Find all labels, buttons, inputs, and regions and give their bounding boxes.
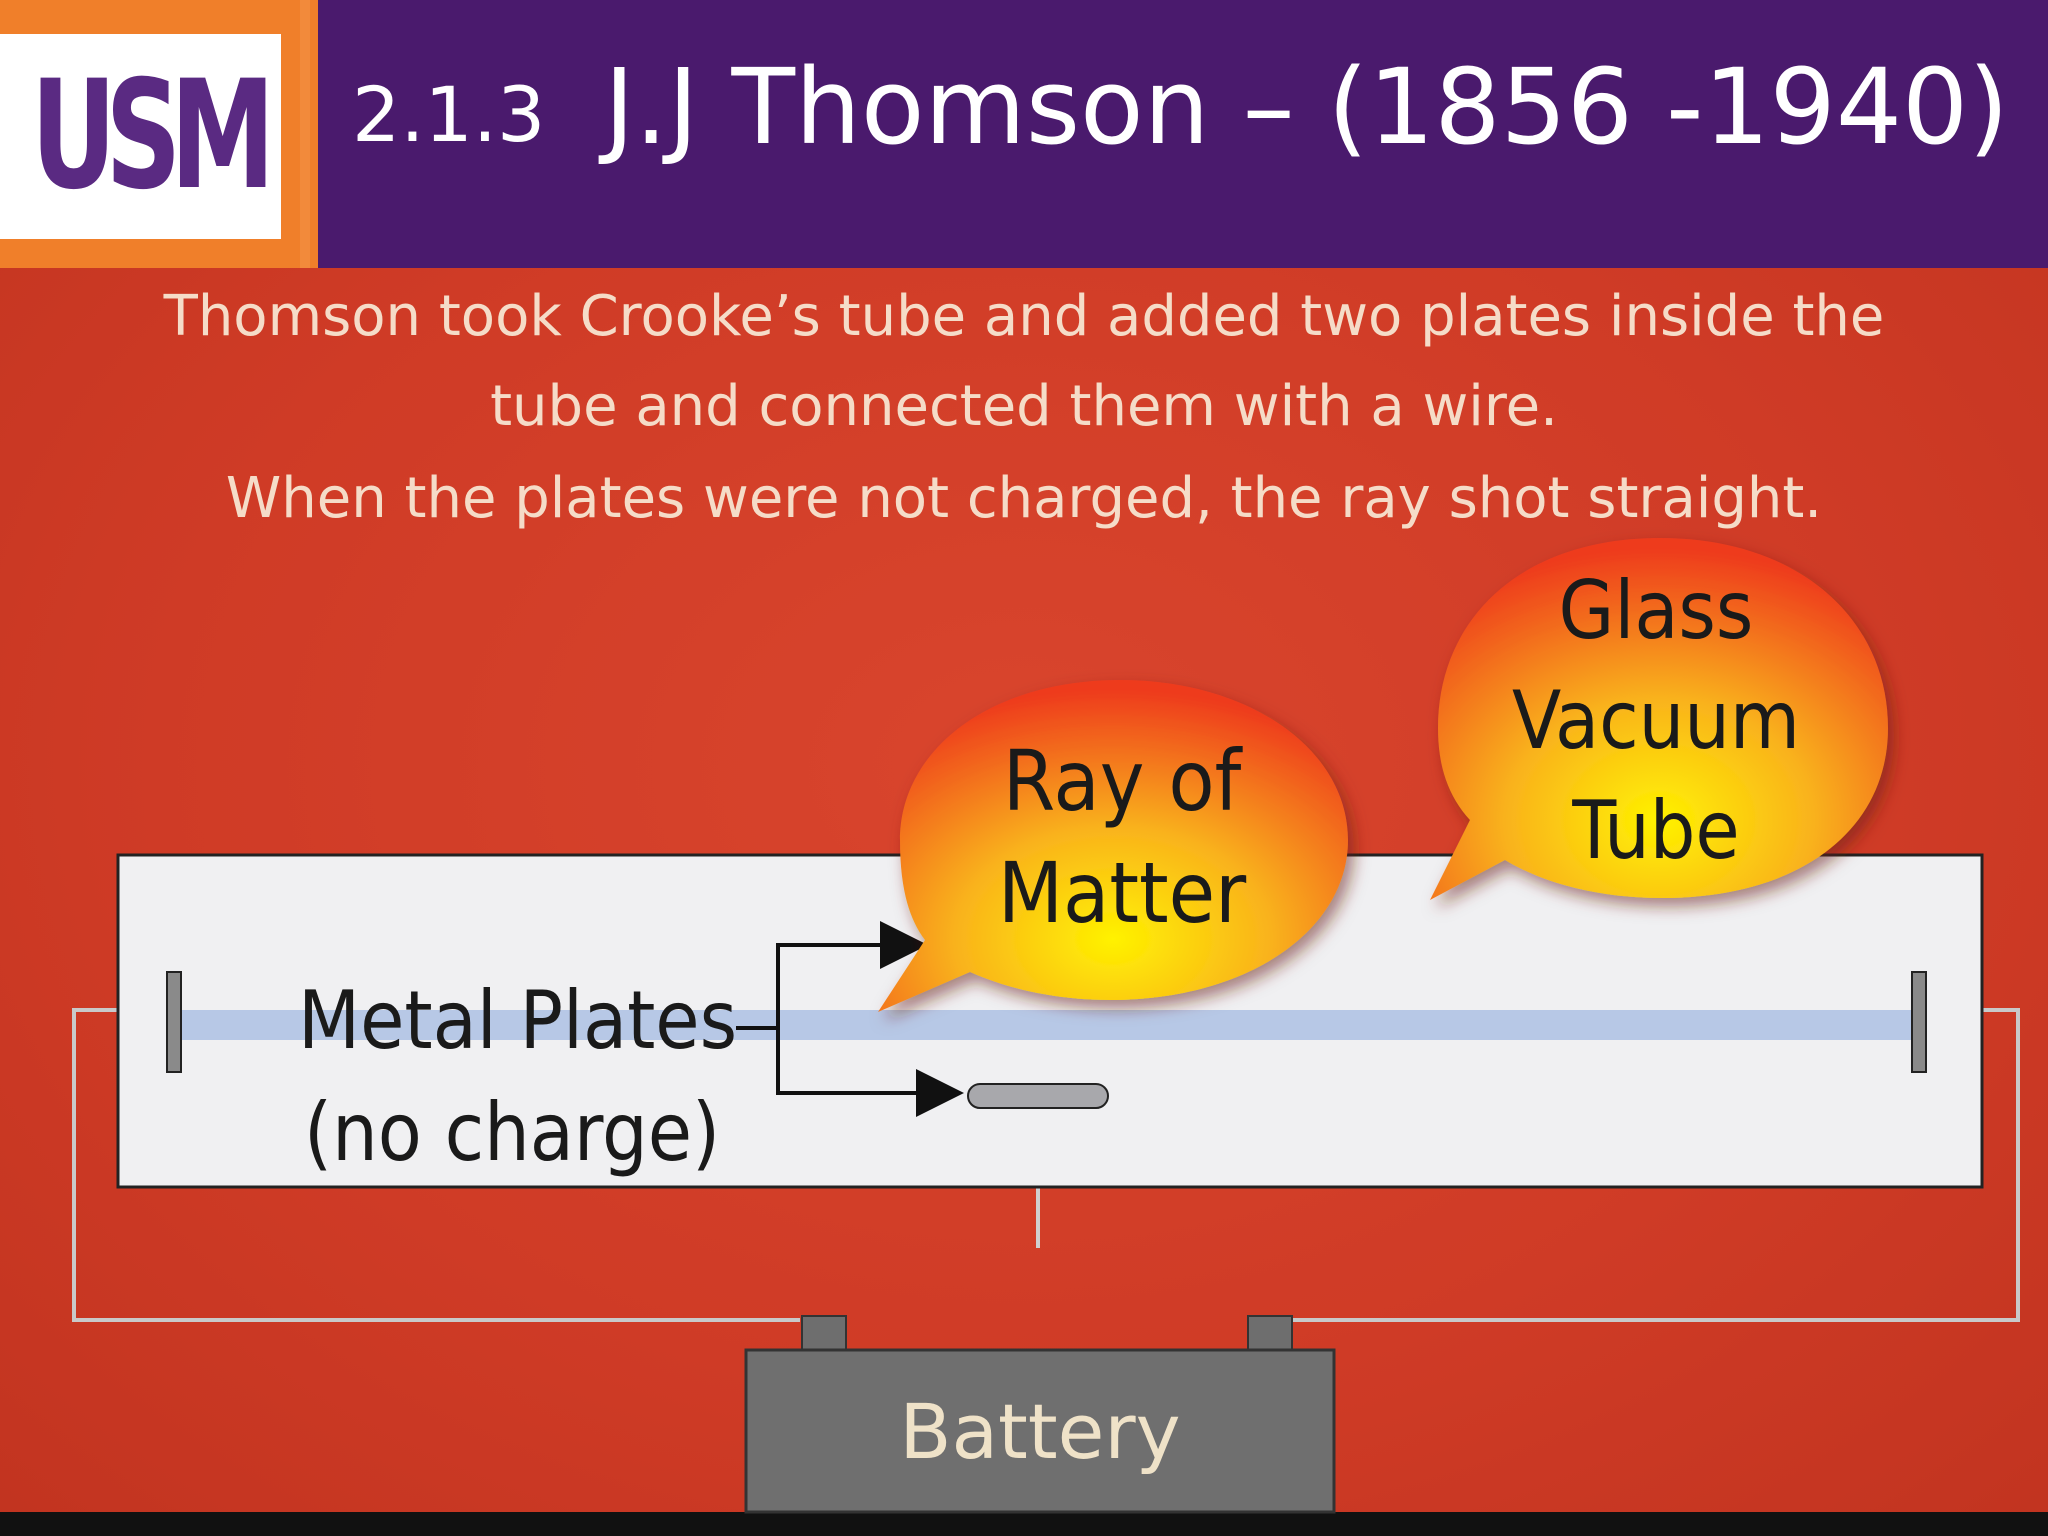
section-number: 2.1.3 bbox=[352, 70, 546, 159]
intro-line-3: When the plates were not charged, the ra… bbox=[225, 466, 1823, 531]
usm-logo: USM bbox=[30, 49, 275, 223]
intro-line-2: tube and connected them with a wire. bbox=[490, 374, 1558, 439]
slide-title: J.J Thomson – (1856 -1940) bbox=[604, 46, 2009, 168]
metal-plates-label-line-1: Metal Plates bbox=[298, 974, 737, 1067]
ray-beam bbox=[178, 1010, 1918, 1040]
ray-of-matter-bubble bbox=[878, 680, 1348, 1012]
battery-terminal-left bbox=[801, 1315, 847, 1353]
metal-plate bbox=[967, 1083, 1109, 1109]
bubble-glass-line-3: Tube bbox=[1571, 784, 1739, 877]
header-bar bbox=[0, 0, 2048, 268]
metal-plates-label-line-2: (no charge) bbox=[304, 1086, 720, 1179]
battery-label: Battery bbox=[899, 1387, 1180, 1476]
bubble-ray-line-1: Ray of bbox=[1003, 732, 1244, 830]
battery bbox=[744, 1348, 1336, 1514]
bottom-border bbox=[0, 1512, 2048, 1536]
cathode-electrode bbox=[166, 971, 182, 1073]
intro-line-1: Thomson took Crooke’s tube and added two… bbox=[163, 284, 1885, 349]
bubble-ray-line-2: Matter bbox=[998, 844, 1247, 942]
anode-electrode bbox=[1911, 971, 1927, 1073]
header-divider bbox=[300, 0, 310, 268]
bubble-glass-line-2: Vacuum bbox=[1512, 674, 1800, 767]
logo-background bbox=[0, 34, 281, 239]
glass-vacuum-tube-bubble bbox=[1430, 538, 1888, 900]
battery-terminal-right bbox=[1247, 1315, 1293, 1353]
bubble-glass-line-1: Glass bbox=[1559, 564, 1754, 657]
